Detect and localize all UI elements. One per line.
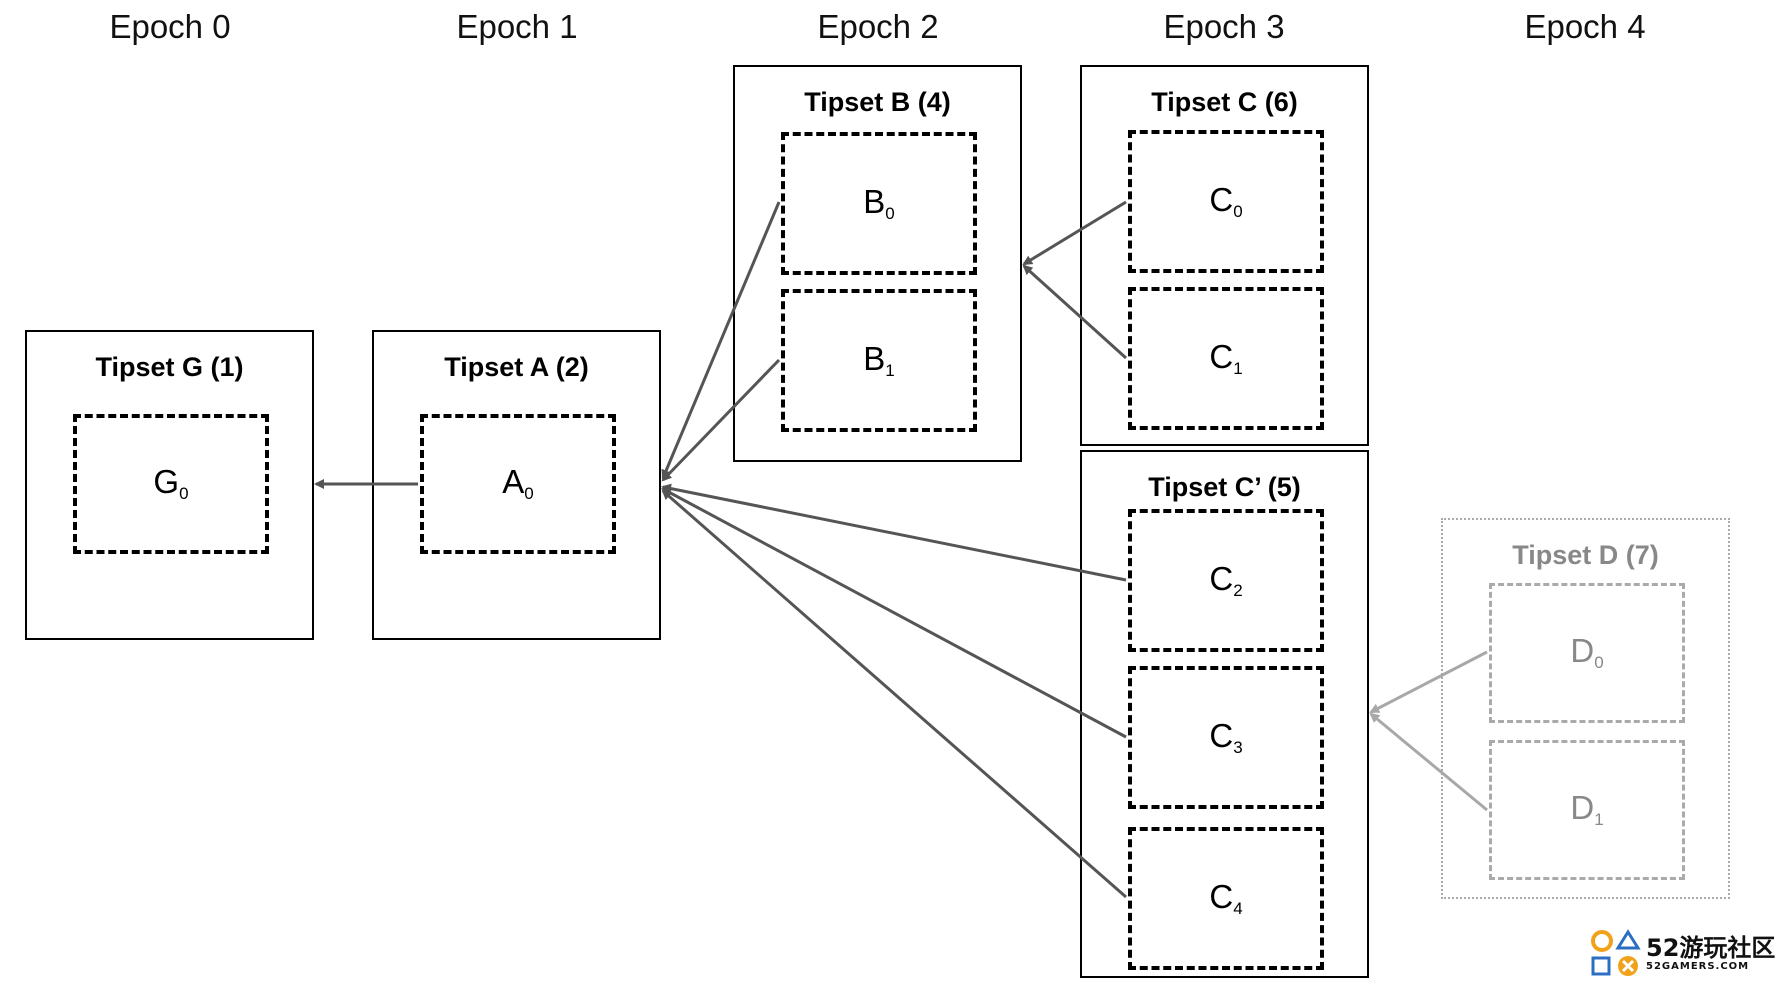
tipset-g: Tipset G (1) G0 xyxy=(25,330,314,640)
tipset-d-title: Tipset D (7) xyxy=(1512,540,1659,570)
epoch-4-label: Epoch 4 xyxy=(1524,8,1646,45)
watermark-logo-icon xyxy=(1591,929,1641,976)
block-a0: A0 xyxy=(420,414,616,554)
arrow-c3-to-a xyxy=(661,487,1127,739)
epoch-0-label: Epoch 0 xyxy=(109,8,231,45)
block-c4: C4 xyxy=(1128,827,1324,970)
tipset-c-prime: Tipset C’ (5) C2 C3 C4 xyxy=(1080,450,1369,978)
block-d0-label: D0 xyxy=(1570,632,1604,673)
arrow-c2-to-a xyxy=(661,483,1127,582)
block-d0: D0 xyxy=(1489,583,1685,723)
block-g0-label: G0 xyxy=(153,463,189,504)
block-c1: C1 xyxy=(1128,287,1324,430)
block-d1-label: D1 xyxy=(1570,789,1604,830)
block-c2-label: C2 xyxy=(1209,559,1243,600)
block-c4-label: C4 xyxy=(1209,877,1243,918)
tipset-a-title: Tipset A (2) xyxy=(444,352,589,382)
watermark-brand: 52游玩社区 xyxy=(1646,934,1775,962)
tipset-c-title: Tipset C (6) xyxy=(1151,87,1298,117)
tipset-b-title: Tipset B (4) xyxy=(804,87,951,117)
block-g0: G0 xyxy=(73,414,269,554)
block-c3: C3 xyxy=(1128,666,1324,809)
block-c1-label: C1 xyxy=(1209,337,1243,378)
epoch-2-label: Epoch 2 xyxy=(817,8,939,45)
block-c0-label: C0 xyxy=(1209,180,1243,221)
block-d1: D1 xyxy=(1489,740,1685,880)
epoch-3-label: Epoch 3 xyxy=(1163,8,1285,45)
watermark: 52游玩社区 52GAMERS.COM xyxy=(1588,928,1775,980)
block-b0-label: B0 xyxy=(863,182,895,223)
tipset-c-prime-title: Tipset C’ (5) xyxy=(1148,472,1301,502)
epoch-1-label: Epoch 1 xyxy=(456,8,578,45)
arrow-c4-to-a xyxy=(661,489,1127,899)
block-a0-label: A0 xyxy=(502,463,534,504)
block-c0: C0 xyxy=(1128,130,1324,273)
block-b1: B1 xyxy=(781,289,977,432)
block-b0: B0 xyxy=(781,132,977,275)
tipset-c: Tipset C (6) C0 C1 xyxy=(1080,65,1369,446)
tipset-g-title: Tipset G (1) xyxy=(95,352,244,382)
watermark-site: 52GAMERS.COM xyxy=(1646,961,1750,972)
tipset-d: Tipset D (7) D0 D1 xyxy=(1441,518,1730,899)
block-c3-label: C3 xyxy=(1209,716,1243,757)
block-b1-label: B1 xyxy=(863,339,895,380)
tipset-b: Tipset B (4) B0 B1 xyxy=(733,65,1022,462)
tipset-a: Tipset A (2) A0 xyxy=(372,330,661,640)
block-c2: C2 xyxy=(1128,509,1324,652)
